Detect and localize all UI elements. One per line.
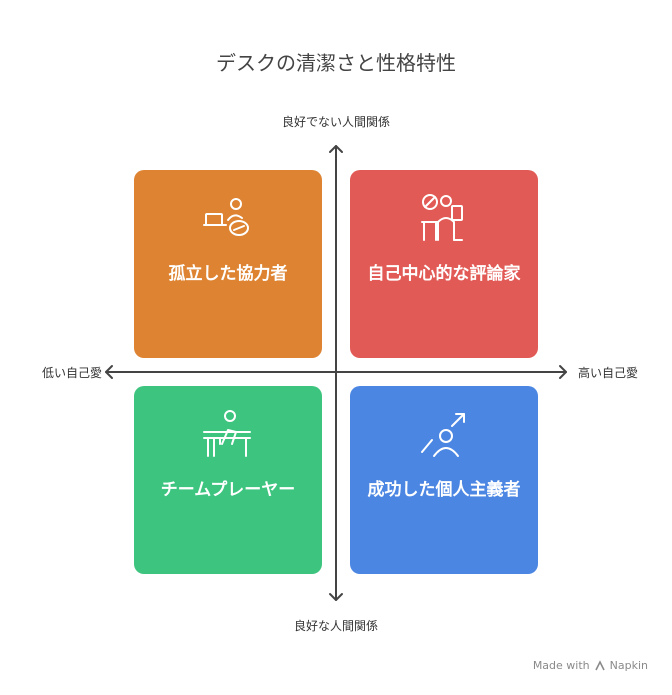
quadrant-label: 成功した個人主義者	[367, 480, 521, 500]
quadrant-isolated-collaborator: 孤立した協力者	[134, 170, 322, 358]
success-person-icon	[421, 413, 465, 457]
axis-label-top: 良好でない人間関係	[281, 115, 390, 129]
napkin-logo-icon	[594, 659, 605, 670]
axis-label-bottom: 良好な人間関係	[293, 619, 378, 633]
arrow-left-icon	[105, 365, 113, 379]
arrow-down-icon	[329, 593, 343, 601]
quadrant-label: 孤立した協力者	[168, 264, 288, 284]
arrow-right-icon	[559, 365, 567, 379]
axis-label-right: 高い自己愛	[578, 366, 639, 380]
critic-person-icon	[421, 194, 463, 241]
made-with-text: Made with	[532, 659, 590, 672]
arrow-up-icon	[329, 145, 343, 153]
quadrant-self-centered-critic: 自己中心的な評論家	[350, 170, 538, 358]
quadrant-successful-individualist: 成功した個人主義者	[350, 386, 538, 574]
napkin-brand-text: Napkin	[609, 659, 648, 672]
quadrant-team-player: チームプレーヤー	[134, 386, 322, 574]
quadrant-label: 自己中心的な評論家	[367, 264, 521, 284]
desk-person-icon	[203, 410, 251, 457]
laptop-person-icon	[203, 198, 249, 236]
axis-label-left: 低い自己愛	[41, 366, 102, 380]
napkin-watermark: Made with Napkin	[533, 659, 648, 672]
diagram-title: デスクの清潔さと性格特性	[216, 51, 456, 75]
quadrant-label: チームプレーヤー	[160, 480, 296, 500]
